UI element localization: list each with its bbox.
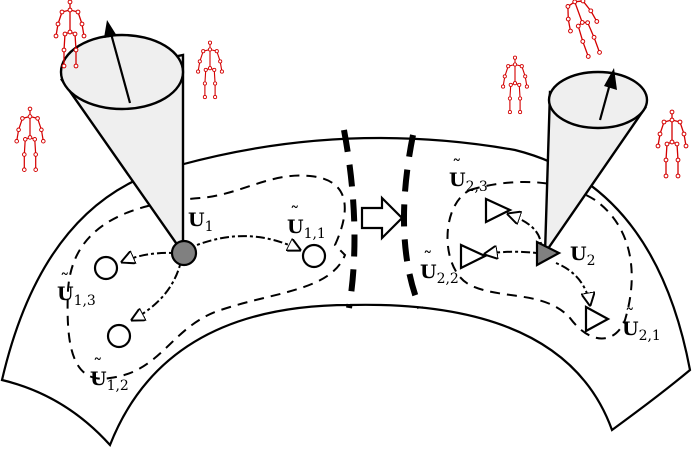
label-u22: U2,2 ˜ (420, 248, 459, 287)
label-u2: U2 (570, 243, 596, 269)
node-u13 (93, 255, 119, 281)
svg-text:U1,3: U1,3 (57, 283, 96, 309)
trajectory-u1-to-u12 (132, 264, 181, 320)
svg-text:U2: U2 (570, 243, 596, 269)
node-u23 (484, 197, 513, 224)
view-cone-left (59, 20, 185, 257)
trajectory-u1-to-u13 (122, 253, 173, 262)
tilde-mark: ˜ (423, 248, 433, 270)
node-u1 (170, 239, 198, 267)
view-cone-right (543, 68, 649, 258)
label-u11: U1,1 ˜ (287, 203, 326, 242)
skeleton-icon (655, 109, 689, 179)
skeleton-group (14, 0, 689, 179)
node-u22 (459, 243, 488, 270)
svg-text:U2,1: U2,1 (622, 318, 661, 344)
transition-arrow-icon (360, 195, 404, 241)
trajectory-u2-to-u21 (555, 262, 590, 305)
trajectory-u2-to-u22 (485, 252, 537, 254)
tilde-mark: ˜ (60, 270, 70, 292)
node-u11 (301, 243, 327, 269)
tilde-mark: ˜ (93, 355, 103, 377)
label-u12: U1,2 ˜ (90, 355, 129, 394)
skeleton-icon (501, 55, 529, 115)
svg-text:U2,2: U2,2 (420, 261, 459, 287)
skeleton-icon (565, 0, 602, 59)
svg-text:U2,3: U2,3 (449, 169, 488, 195)
skeleton-icon (14, 106, 46, 172)
tilde-mark: ˜ (290, 203, 300, 225)
transition-boundary-right (401, 134, 423, 310)
skeleton-icon (196, 40, 224, 100)
tilde-mark: ˜ (452, 156, 462, 178)
skeleton-icon (53, 0, 87, 69)
label-u23: U2,3 ˜ (449, 156, 488, 195)
node-u21 (584, 305, 611, 333)
cluster-region-1 (66, 174, 347, 380)
node-u2 (535, 240, 562, 267)
svg-text:U1,2: U1,2 (90, 368, 129, 394)
trajectory-u2-to-u23 (508, 214, 542, 246)
node-u12 (106, 323, 132, 349)
tilde-mark: ˜ (625, 305, 635, 327)
svg-text:U1,1: U1,1 (287, 216, 326, 242)
label-u21: U2,1 ˜ (622, 305, 661, 344)
trajectory-u1-to-u11 (196, 235, 300, 250)
label-u13: U1,3 ˜ (57, 270, 96, 309)
label-u1: U1 (188, 209, 214, 235)
transition-boundary-left (341, 129, 358, 309)
svg-text:U1: U1 (188, 209, 214, 235)
